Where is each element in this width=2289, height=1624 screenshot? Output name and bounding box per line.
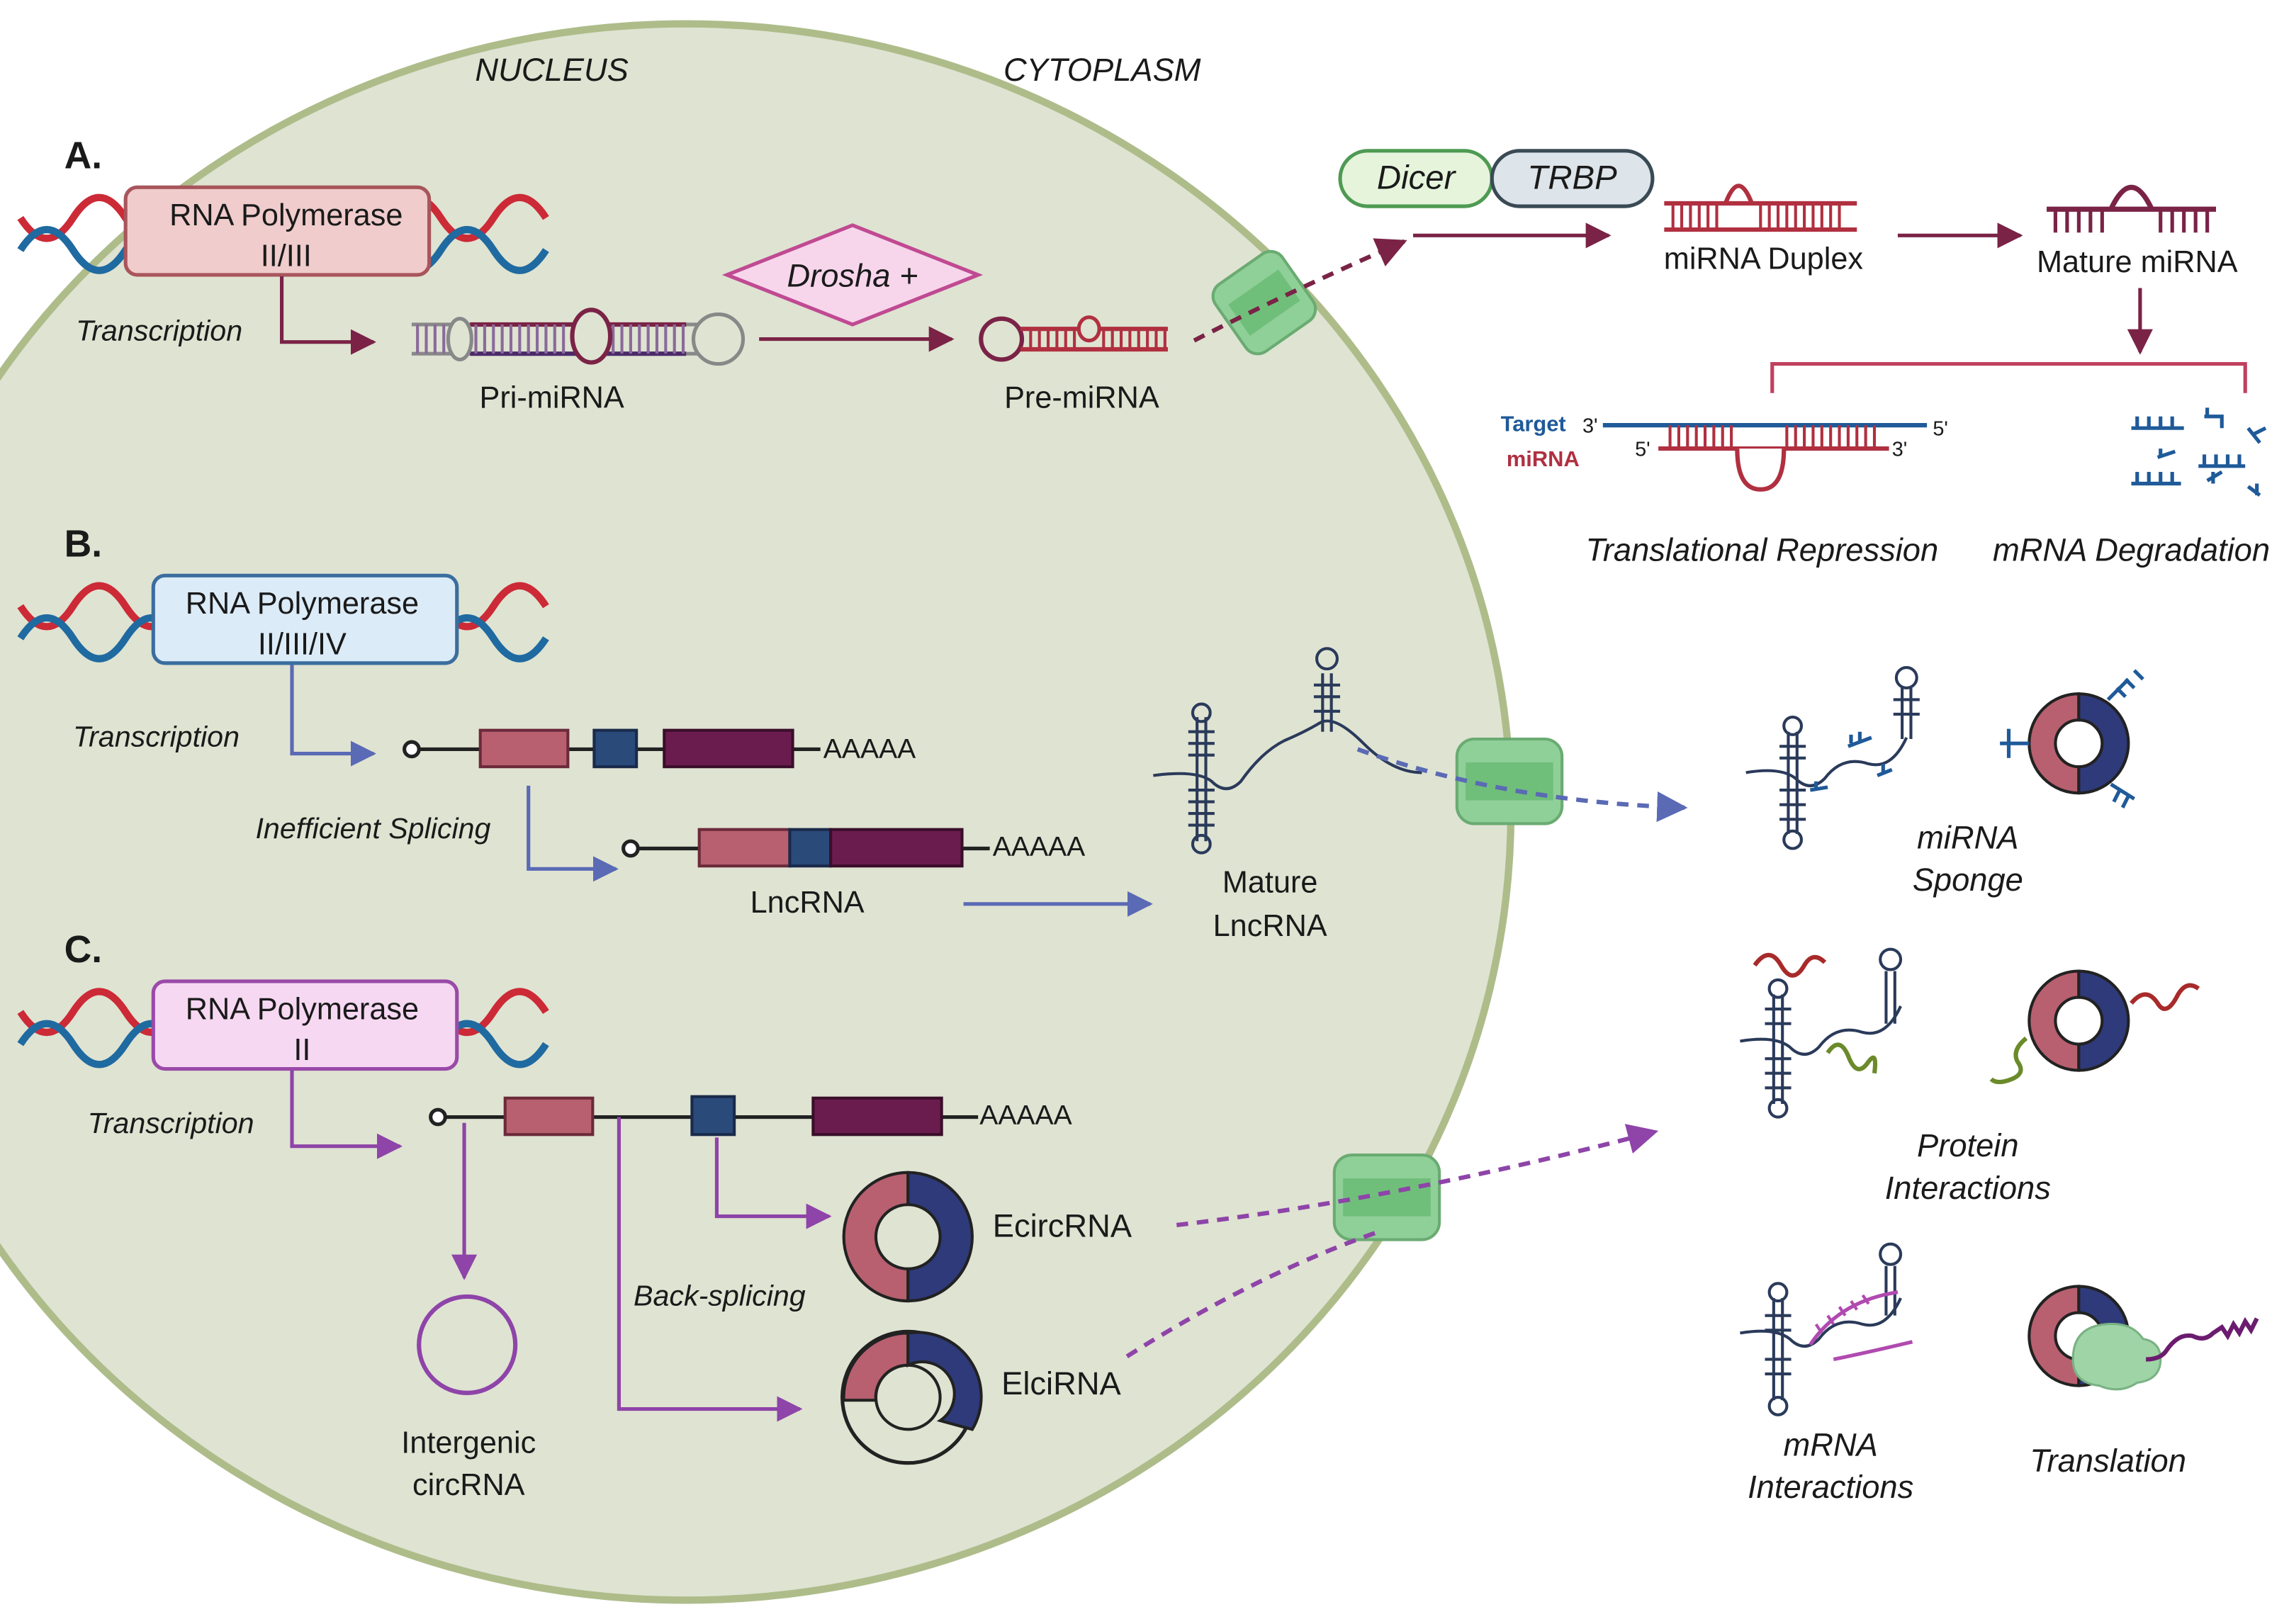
polya-label-b1: AAAAA (823, 734, 916, 765)
polymerase-box-a (123, 185, 432, 277)
polymerase-label-b-2: II/III/IV (258, 628, 347, 662)
polya-label-b2: AAAAA (993, 832, 1086, 862)
elcirna-label: ElciRNA (1001, 1365, 1121, 1402)
inefficient-splicing-label: Inefficient Splicing (255, 812, 490, 845)
intergenic-circrna-icon (417, 1294, 518, 1395)
export-arrow-b (1356, 747, 1688, 823)
nucleus-label: NUCLEUS (475, 52, 628, 88)
protein-lncrna-icon (1740, 947, 1903, 1119)
trbp-label: TRBP (1527, 159, 1617, 196)
mature-branch (1770, 362, 2247, 393)
protein-interactions-label-1: Protein (1917, 1127, 2019, 1163)
back-splicing-label: Back-splicing (634, 1279, 806, 1312)
polymerase-box-c (151, 979, 459, 1071)
transcription-arrow-b (290, 664, 376, 767)
mrna-fragments-icon (2131, 407, 2267, 497)
prime-5-target: 5' (1933, 418, 1948, 441)
intergenic-label-2: circRNA (412, 1468, 525, 1502)
prime-3-target: 3' (1582, 415, 1598, 437)
bound-protein-icon (1753, 952, 1827, 978)
panel-a-letter: A. (64, 135, 103, 177)
drosha-label: Drosha + (787, 257, 918, 293)
polymerase-label-c-1: RNA Polymerase (186, 993, 419, 1027)
peptide-chain-icon (2146, 1316, 2259, 1362)
protein-circrna-icon (1989, 969, 2200, 1085)
mature-mirna-label: Mature miRNA (2037, 245, 2238, 279)
mrna-interactions-label-2: Interactions (1748, 1469, 1913, 1505)
lncrna-transcript (622, 828, 990, 868)
mirna-sponge-label-2: Sponge (1913, 862, 2023, 898)
bound-protein-icon (1826, 1042, 1878, 1074)
ecirc-arrow (714, 1137, 832, 1229)
panel-b-letter: B. (64, 524, 103, 565)
ecircrna-ring-icon (842, 1171, 974, 1303)
polymerase-label-c-2: II (293, 1033, 310, 1067)
target-label: Target (1501, 411, 1566, 436)
transcription-arrow-c (290, 1070, 403, 1159)
pre-mirna-label: Pre-miRNA (1004, 380, 1159, 415)
polymerase-label-a-2: II/III (261, 239, 312, 274)
mature-lncrna-label-2: LncRNA (1213, 909, 1327, 943)
protein-interactions-label-2: Interactions (1885, 1170, 2051, 1206)
splicing-arrow (527, 785, 619, 882)
dicer-label: Dicer (1377, 159, 1457, 196)
prime-3-mirna: 3' (1892, 438, 1908, 461)
pre-lncrna-transcript (403, 728, 821, 769)
mirna-sponge-lncrna-icon (1745, 666, 1920, 850)
mrna-degradation-label: mRNA Degradation (1993, 532, 2270, 568)
polymerase-box-b (151, 573, 459, 665)
mature-lncrna-structure-icon (1153, 647, 1422, 855)
pre-circrna-transcript (429, 1095, 979, 1137)
transcription-label-c: Transcription (88, 1107, 254, 1139)
mature-lncrna-label-1: Mature (1222, 865, 1318, 899)
mirna-duplex-icon (1664, 184, 1857, 232)
pri-mirna-hairpin-icon (411, 308, 746, 366)
cytoplasm-label: CYTOPLASM (1003, 52, 1201, 88)
prime-5-mirna: 5' (1635, 438, 1650, 461)
translational-repression-label: Translational Repression (1586, 532, 1939, 568)
ribosome-icon (2071, 1322, 2162, 1391)
transcription-arrow-a (279, 276, 376, 355)
panel-c-letter: C. (64, 929, 103, 971)
transcription-label-b: Transcription (73, 720, 240, 752)
nuclear-pore-c (1332, 1154, 1441, 1241)
mature-mirna-icon (2047, 184, 2217, 233)
polymerase-label-b-1: RNA Polymerase (186, 587, 419, 621)
export-arrow-c2 (1125, 1229, 1382, 1358)
translation-label: Translation (2030, 1443, 2186, 1479)
target-binding-icon (1602, 423, 1928, 492)
elcirna-ring-icon (840, 1329, 983, 1465)
mirna-sponge-label-1: miRNA (1917, 819, 2018, 855)
pre-mirna-hairpin-icon (979, 315, 1168, 362)
lncrna-label: LncRNA (750, 886, 865, 920)
mirna-duplex-label: miRNA Duplex (1664, 242, 1864, 276)
sponge-circrna-icon (2000, 669, 2144, 808)
mrna-interactions-label-1: mRNA (1783, 1426, 1877, 1462)
intergenic-label-1: Intergenic (401, 1426, 536, 1460)
mirna-strand-label: miRNA (1507, 446, 1580, 471)
polymerase-label-a-1: RNA Polymerase (169, 198, 403, 232)
bound-mrna-icon (1809, 1290, 1913, 1362)
drosha-diamond (721, 223, 984, 327)
bound-mirna-icon (1809, 731, 1893, 792)
nuclear-pore-a (1211, 249, 1317, 356)
mrna-interaction-lncrna-icon (1740, 1242, 1903, 1416)
nuclear-pore-b (1455, 737, 1564, 825)
export-arrow-a (1193, 238, 1407, 343)
trbp-pill (1490, 149, 1655, 208)
polya-label-c: AAAAA (979, 1100, 1072, 1131)
transcription-label-a: Transcription (76, 315, 242, 347)
pri-mirna-label: Pri-miRNA (480, 380, 624, 415)
export-arrow-c1 (1176, 1124, 1659, 1228)
elci-arrow (617, 1117, 803, 1422)
bound-mrna-icon (1814, 1294, 1870, 1334)
ecircrna-label: EcircRNA (993, 1207, 1132, 1244)
